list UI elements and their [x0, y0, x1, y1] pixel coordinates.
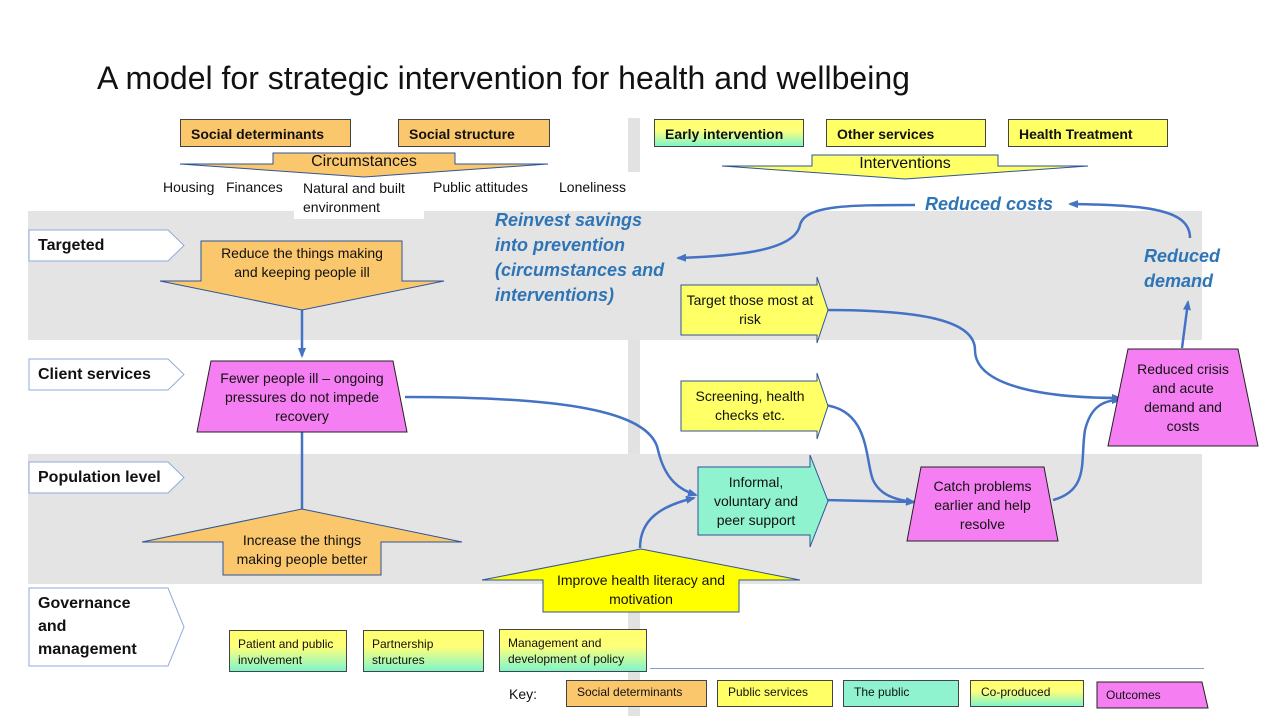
interventions-banner: Interventions — [720, 154, 1090, 180]
label-reinvest-savings: Reinvest savings into prevention (circum… — [495, 210, 665, 305]
key-outcomes: Outcomes — [1096, 681, 1210, 709]
key-divider-line — [650, 668, 1204, 669]
key-label: Key: — [509, 686, 538, 702]
level-targeted: Targeted — [28, 229, 186, 262]
circumstance-finances: Finances — [226, 179, 283, 195]
arrow-fewer-to-informal — [404, 395, 698, 497]
circumstance-environment: Natural and built environment — [294, 179, 424, 219]
node-informal-support: Informal, voluntary and peer support — [697, 454, 830, 548]
header-box-other-services: Other services — [826, 119, 986, 147]
circumstance-public-attitudes: Public attitudes — [433, 179, 528, 195]
arrow-screening-to-catch — [823, 403, 916, 506]
node-fewer-ill: Fewer people ill – ongoing pressures do … — [195, 360, 409, 433]
key-public-services: Public services — [717, 680, 833, 707]
arrow-target-to-crisis — [823, 308, 1122, 402]
arrow-costs-to-reinvest — [676, 203, 916, 262]
node-catch-problems: Catch problems earlier and help resolve — [905, 466, 1060, 542]
header-box-early-intervention: Early intervention — [654, 119, 804, 147]
gov-box-patient-involvement: Patient and public involvement — [229, 630, 347, 672]
arrow-demand-to-costs — [1068, 200, 1192, 239]
gov-box-partnership-structures: Partnership structures — [363, 630, 484, 672]
arrow-crisis-to-demand — [1180, 300, 1191, 349]
node-improve-literacy: Improve health literacy and motivation — [480, 548, 802, 613]
arrow-informal-to-catch — [823, 497, 916, 506]
arrow-literacy-to-informal — [638, 495, 696, 549]
node-screening: Screening, health checks etc. — [680, 372, 830, 440]
vertical-separator-top — [628, 118, 640, 172]
level-governance: Governance and management — [28, 587, 186, 667]
circumstance-housing: Housing — [163, 179, 215, 195]
arrow-catch-to-crisis — [1052, 396, 1122, 502]
key-the-public: The public — [843, 680, 959, 707]
level-client-services: Client services — [28, 358, 186, 391]
header-box-social-determinants: Social determinants — [180, 119, 351, 147]
label-reduced-costs: Reduced costs — [925, 194, 1054, 214]
page-title: A model for strategic intervention for h… — [97, 60, 910, 96]
header-box-social-structure: Social structure — [398, 119, 550, 147]
node-target-risk: Target those most at risk — [680, 276, 830, 344]
level-population: Population level — [28, 461, 186, 494]
header-box-health-treatment: Health Treatment — [1008, 119, 1168, 147]
node-reduce-ill: Reduce the things making and keeping peo… — [158, 240, 446, 312]
key-co-produced: Co-produced — [970, 680, 1084, 707]
node-reduced-crisis: Reduced crisis and acute demand and cost… — [1106, 348, 1260, 447]
circumstances-banner: Circumstances — [178, 152, 550, 178]
gov-box-management-policy: Management and development of policy — [499, 629, 647, 672]
key-social-determinants: Social determinants — [566, 680, 707, 707]
node-increase-better: Increase the things making people better — [140, 508, 464, 576]
label-reduced-demand: Reduced demand — [1144, 246, 1221, 291]
circumstance-loneliness: Loneliness — [559, 179, 626, 195]
